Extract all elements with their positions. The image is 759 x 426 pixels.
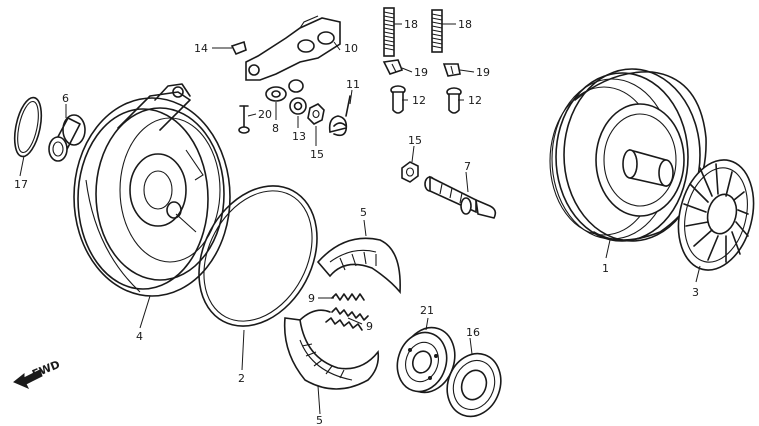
oil-seal-16 [446, 352, 502, 418]
callout-17: 17 [14, 178, 28, 191]
callout-6: 6 [62, 92, 69, 105]
callout-1: 1 [602, 262, 609, 275]
snap-ring-17 [13, 96, 43, 158]
return-spring-11 [328, 95, 351, 137]
pin-12a [390, 85, 406, 114]
stud-18a [383, 7, 395, 57]
spring-9b [325, 317, 363, 331]
callout-15-upper: 15 [310, 148, 324, 161]
callout-18-right: 18 [458, 18, 472, 31]
callout-4: 4 [136, 330, 143, 343]
callout-16: 16 [466, 326, 480, 339]
clip-19a [382, 59, 404, 75]
callout-13: 13 [292, 130, 306, 143]
callout-9-upper: 9 [308, 292, 315, 305]
callout-5-upper: 5 [360, 206, 367, 219]
callout-7: 7 [464, 160, 471, 173]
callout-3: 3 [692, 286, 699, 299]
washer-8 [265, 79, 304, 102]
callout-12-left: 12 [412, 94, 426, 107]
callout-10: 10 [344, 42, 358, 55]
pin-12b [446, 87, 462, 114]
callout-9-lower: 9 [366, 320, 373, 333]
callout-8: 8 [272, 122, 279, 135]
brake-shoe-lower-5 [283, 309, 380, 390]
callout-19-left: 19 [414, 66, 428, 79]
washer-13 [289, 97, 307, 115]
callout-19-right: 19 [476, 66, 490, 79]
dust-cover-3 [677, 159, 755, 271]
stud-18b [431, 9, 443, 53]
bolt-14 [230, 40, 247, 56]
callout-labels: 1 2 3 4 5 5 6 7 8 9 9 10 11 12 12 13 14 … [14, 18, 699, 426]
callout-14: 14 [194, 42, 208, 55]
callout-15-lower: 15 [408, 134, 422, 147]
brake-shoe-upper-5 [316, 237, 401, 295]
brake-cam-7 [424, 175, 497, 219]
nut-15b [401, 161, 419, 183]
callout-18-left: 18 [404, 18, 418, 31]
brake-panel-4 [73, 83, 231, 297]
leader-lines [19, 23, 701, 415]
forward-arrow-indicator [13, 369, 43, 389]
callout-20: 20 [258, 108, 272, 121]
callout-21: 21 [420, 304, 434, 317]
seal-ring-2 [198, 185, 318, 327]
callout-12-right: 12 [468, 94, 482, 107]
collar-6 [48, 114, 86, 162]
brake-arm-10 [245, 15, 341, 81]
callout-5-lower: 5 [316, 414, 323, 426]
clip-19b [442, 63, 461, 77]
spring-9a [331, 293, 369, 321]
callout-11: 11 [346, 78, 360, 91]
fwd-label: FWD [30, 358, 62, 381]
nut-15a [307, 103, 325, 125]
callout-2: 2 [238, 372, 245, 385]
bolt-20 [238, 105, 250, 134]
wheel-hub-1 [549, 68, 707, 242]
